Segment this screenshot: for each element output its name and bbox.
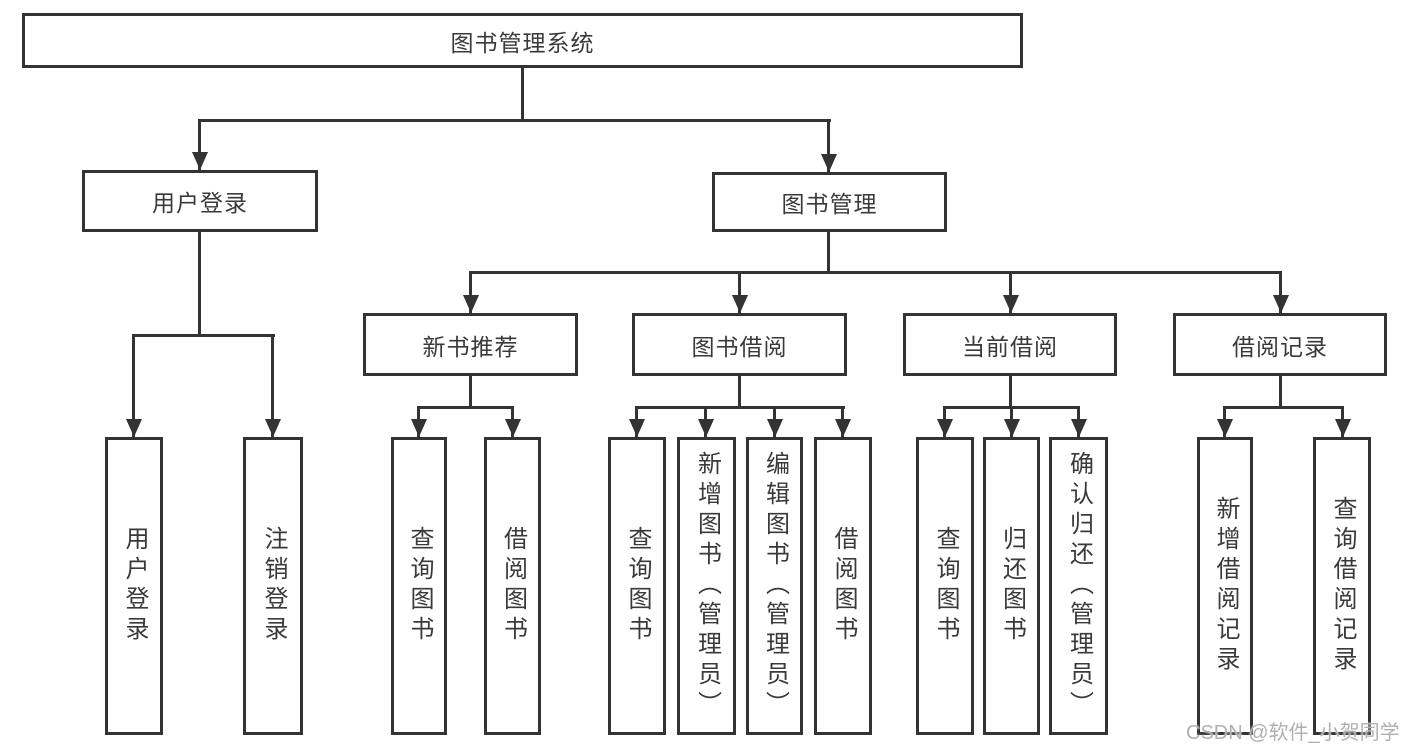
arrow-to-leaf-query-record [1341, 406, 1344, 437]
arrow-to-leaf-confirm-return [1077, 406, 1080, 437]
leaf-query-book-3: 查询图书 [916, 437, 974, 735]
arrow-to-leaf-add-record [1223, 406, 1226, 437]
leaf-user-login: 用户登录 [105, 437, 163, 735]
connector-user-login-stem [198, 232, 201, 337]
leaf-borrow-book-1: 借阅图书 [484, 437, 541, 735]
leaf-query-book-2: 查询图书 [608, 437, 666, 735]
arrow-to-new-book-rec [469, 271, 472, 313]
arrow-to-user-login [198, 119, 201, 170]
connector-new-book-rec-stem [469, 376, 472, 409]
leaf-return-book: 归还图书 [983, 437, 1040, 735]
node-book-mgmt: 图书管理 [712, 172, 947, 232]
arrow-to-leaf-borrow-book-1 [511, 406, 514, 437]
connector-book-mgmt-stem [827, 232, 830, 274]
connector-borrow-record-stem [1279, 376, 1282, 409]
leaf-borrow-book-2: 借阅图书 [814, 437, 872, 735]
arrow-to-leaf-add-book [704, 406, 707, 437]
node-current-borrow: 当前借阅 [903, 313, 1117, 376]
connector-book-borrow-bar [636, 406, 845, 409]
node-book-borrow: 图书借阅 [632, 313, 847, 376]
arrow-to-leaf-edit-book [773, 406, 776, 437]
leaf-query-book-1: 查询图书 [391, 437, 447, 735]
arrow-to-leaf-user-login [132, 334, 135, 437]
arrow-to-leaf-query-book-3 [943, 406, 946, 437]
arrow-to-leaf-query-book-2 [635, 406, 638, 437]
connector-user-login-bar [133, 334, 275, 337]
node-new-book-rec: 新书推荐 [363, 313, 578, 376]
leaf-edit-book: 编辑图书（管理员） [746, 437, 803, 735]
node-user-login: 用户登录 [82, 170, 318, 232]
connector-root-stem [521, 68, 524, 121]
connector-borrow-record-bar [1224, 406, 1344, 409]
leaf-logout: 注销登录 [243, 437, 303, 735]
leaf-confirm-return: 确认归还（管理员） [1049, 437, 1108, 735]
arrow-to-current-borrow [1009, 271, 1012, 313]
arrow-to-book-mgmt [827, 119, 830, 172]
arrow-to-leaf-logout [271, 334, 274, 437]
connector-new-book-rec-bar [418, 406, 514, 409]
arrow-to-leaf-borrow-book-2 [841, 406, 844, 437]
arrow-to-book-borrow [738, 271, 741, 313]
arrow-to-leaf-return-book [1010, 406, 1013, 437]
connector-book-mgmt-bar [469, 271, 1282, 274]
node-borrow-record: 借阅记录 [1173, 313, 1387, 376]
arrow-to-borrow-record [1279, 271, 1282, 313]
leaf-add-record: 新增借阅记录 [1197, 437, 1253, 735]
node-root: 图书管理系统 [22, 13, 1023, 68]
connector-root-bar [199, 119, 831, 122]
leaf-add-book: 新增图书（管理员） [677, 437, 736, 735]
connector-current-borrow-stem [1009, 376, 1012, 409]
connector-book-borrow-stem [738, 376, 741, 409]
arrow-to-leaf-query-book-1 [417, 406, 420, 437]
leaf-query-record: 查询借阅记录 [1313, 437, 1371, 735]
watermark-text: CSDN @软件_小贺同学 [1186, 722, 1400, 744]
